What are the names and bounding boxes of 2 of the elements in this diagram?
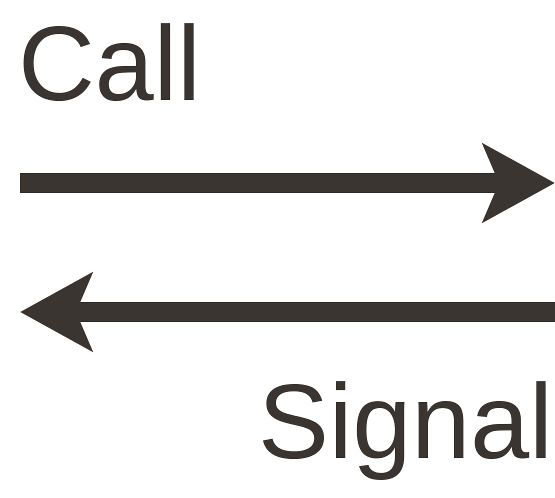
arrow-label: Call (24, 23, 194, 102)
arrow-label: Signal (262, 381, 546, 480)
